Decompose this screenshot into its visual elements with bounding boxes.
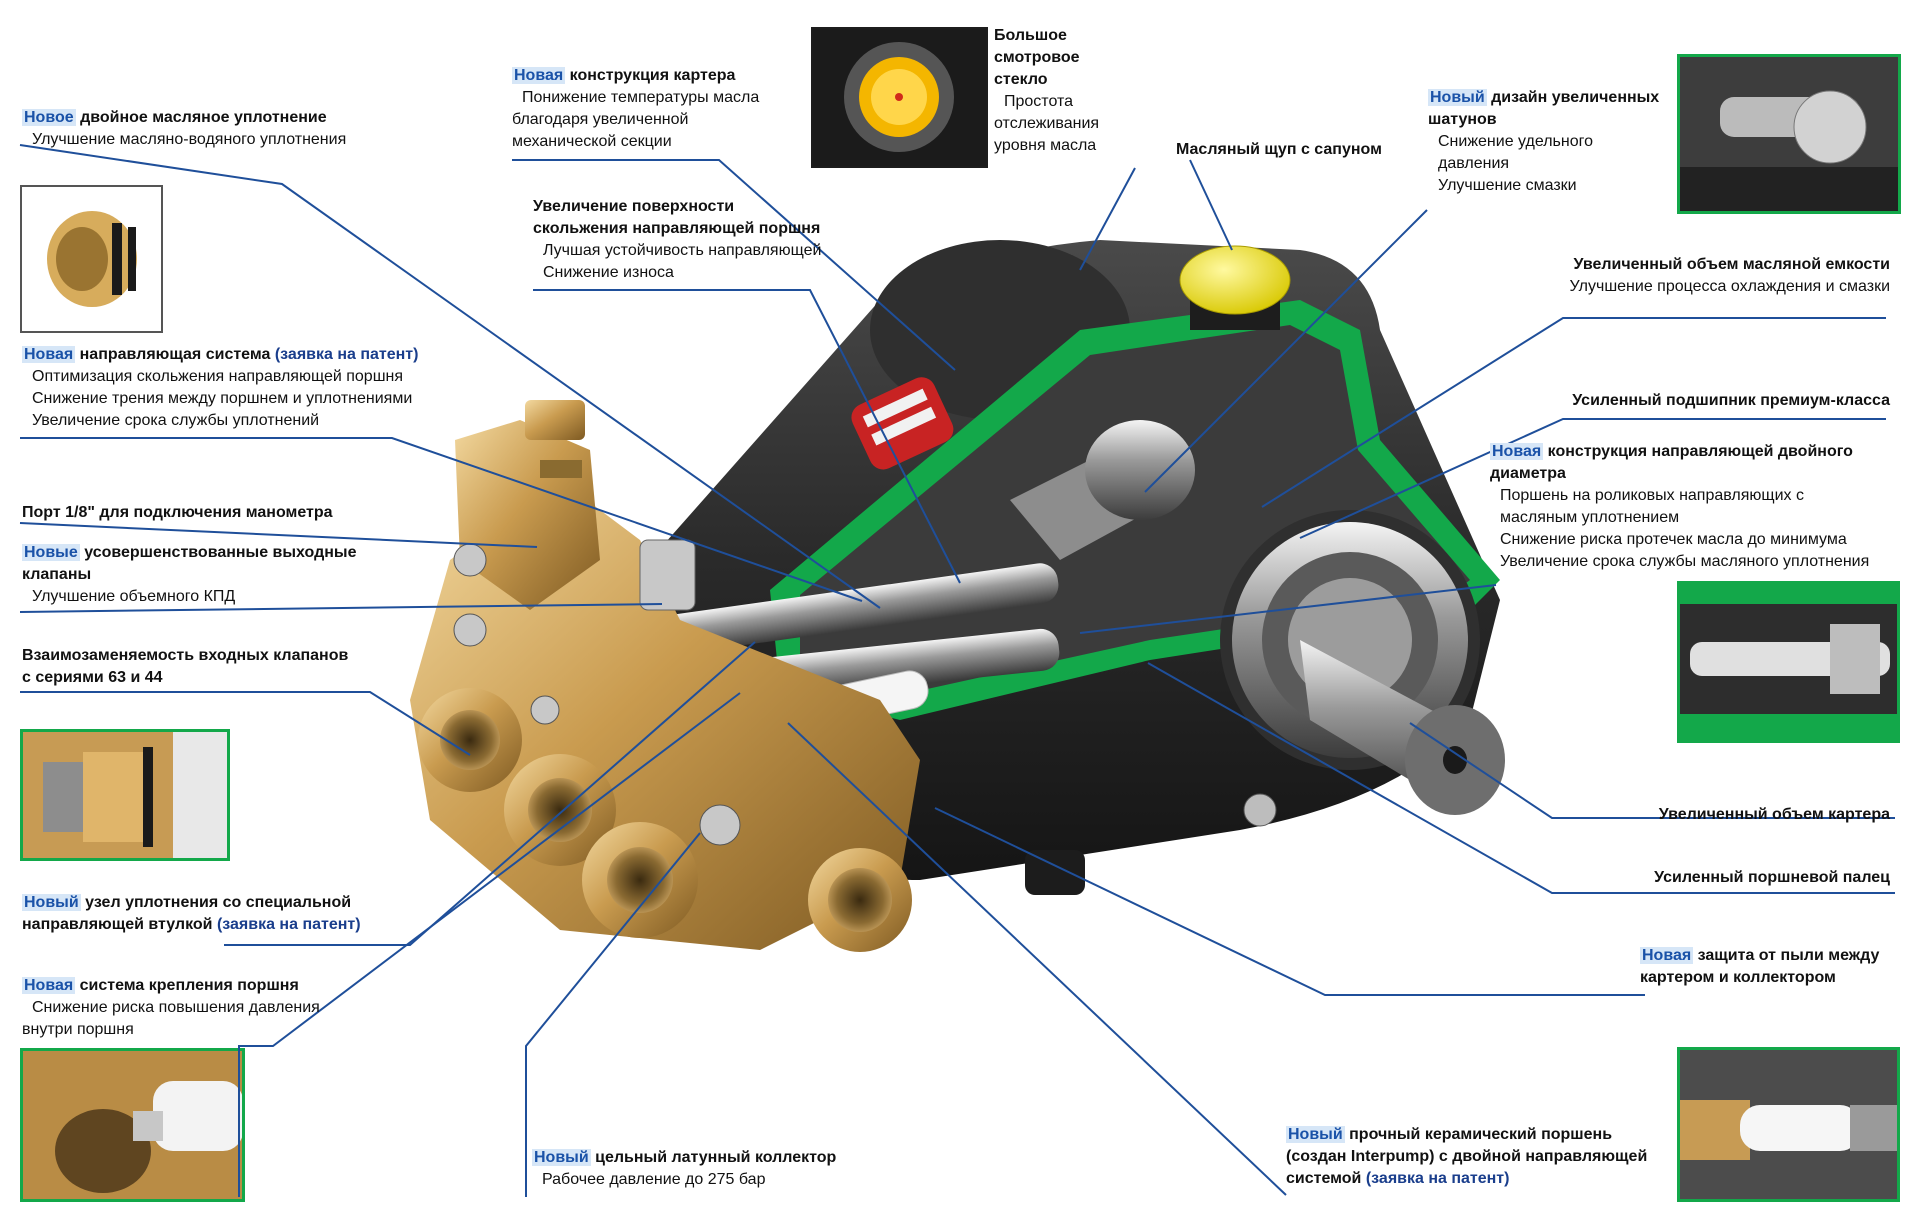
leader-double-guide: [1079, 584, 1497, 634]
new-badge: Новый: [1428, 89, 1487, 106]
callout-crankcase: Увеличенный объем картера: [1658, 806, 1890, 823]
callout-manifold: Новый цельный латунный коллектор Рабочее…: [532, 1149, 837, 1188]
leader-housing: [512, 159, 956, 371]
leader-rods: [1144, 209, 1428, 493]
new-badge: Новый: [532, 1149, 591, 1166]
callout-double-guide: Новая конструкция направляющей двойного …: [1490, 443, 1870, 570]
new-badge: Новый: [22, 894, 81, 911]
leader-piston-pin: [1147, 662, 1895, 894]
new-badge: Новая: [22, 346, 76, 363]
callout-oil-volume: Увеличенный объем масляной емкости Улучш…: [1569, 256, 1890, 295]
new-badge: Новая: [1640, 947, 1694, 964]
rods-thumbnail: [1677, 54, 1901, 214]
patent-note: (заявка на патент): [216, 916, 361, 933]
callout-outlet-valves: Новые усовершенствованные выходные клапа…: [22, 544, 357, 605]
new-badge: Новое: [22, 109, 76, 126]
leader-seal-unit: [224, 641, 756, 946]
callout-fixing: Новая система крепления поршня Снижение …: [22, 977, 320, 1038]
callout-gauge-port: Порт 1/8" для подключения манометра: [22, 504, 333, 521]
leader-fixing: [238, 692, 741, 1197]
double-guide-thumbnail: [1677, 581, 1900, 743]
leader-manifold: [525, 832, 701, 1197]
callout-seal-unit: Новый узел уплотнения со специальной нап…: [22, 894, 361, 933]
callout-ceramic: Новый прочный керамический поршень (созд…: [1286, 1126, 1648, 1187]
callout-rods: Новый дизайн увеличенных шатунов Снижени…: [1428, 89, 1660, 194]
callout-bearing: Усиленный подшипник премиум-класса: [1572, 392, 1890, 409]
new-badge: Новая: [22, 977, 76, 994]
leader-dust: [934, 807, 1645, 996]
dipstick-cap: [1179, 245, 1291, 315]
new-badge: Новая: [1490, 443, 1544, 460]
leader-ceramic: [787, 722, 1287, 1196]
leader-dipstick: [1189, 159, 1233, 251]
patent-note: (заявка на патент): [1365, 1170, 1510, 1187]
callout-sliding: Увеличение поверхности скольжения направ…: [533, 198, 822, 281]
new-badge: Новые: [22, 544, 80, 561]
callout-dust: Новая защита от пыли между картером и ко…: [1640, 947, 1880, 986]
callout-oil-seal: Новое двойное масляное уплотнение Улучше…: [22, 109, 347, 148]
leader-sight-glass: [1079, 167, 1136, 271]
callout-sight-glass: Большое смотровое стекло Простота отслеж…: [994, 27, 1100, 154]
callout-inlet-valves: Взаимозаменяемость входных клапанов с се…: [22, 647, 349, 686]
new-badge: Новый: [1286, 1126, 1345, 1143]
leader-inlet: [20, 691, 471, 756]
leader-guide-system: [20, 437, 863, 602]
leader-oil-volume: [1261, 317, 1886, 508]
patent-note: (заявка на патент): [274, 346, 419, 363]
callout-housing: Новая конструкция картера Понижение темп…: [512, 67, 760, 150]
leader-gauge: [19, 522, 538, 548]
callout-dipstick: Масляный щуп с сапуном: [1176, 141, 1382, 158]
ceramic-thumbnail: [1677, 1047, 1900, 1202]
sight-glass-thumbnail: [811, 27, 988, 168]
guide-ring-thumbnail: [20, 185, 163, 333]
new-badge: Новая: [512, 67, 566, 84]
callout-piston-pin: Усиленный поршневой палец: [1654, 869, 1890, 886]
leader-outlet-valves: [19, 603, 663, 613]
leader-oil-seal: [19, 144, 881, 609]
callout-guide-system: Новая направляющая система (заявка на па…: [22, 346, 419, 429]
fixing-thumbnail: [20, 1048, 245, 1202]
leader-sliding: [533, 289, 961, 584]
leader-crankcase: [1409, 722, 1895, 819]
seal-unit-thumbnail: [20, 729, 230, 861]
leader-bearing: [1299, 418, 1886, 539]
